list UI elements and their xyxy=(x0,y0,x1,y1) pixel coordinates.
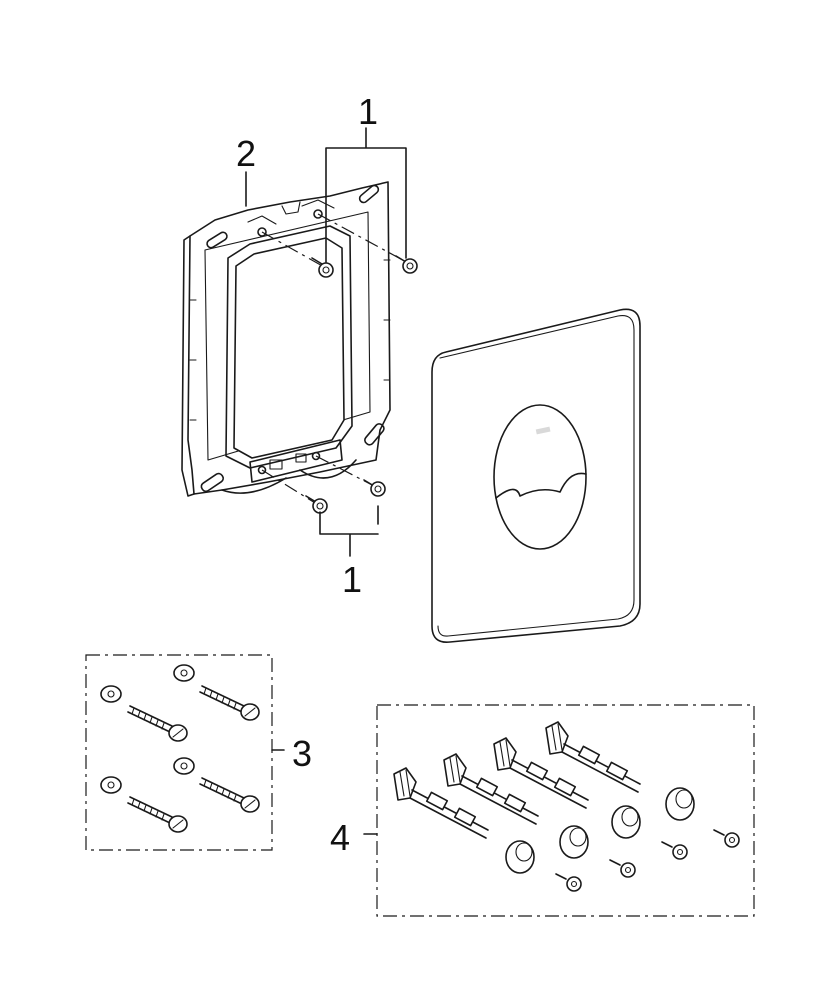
callout-1-top: 1 xyxy=(325,91,407,263)
wall-plug-set-3 xyxy=(100,776,188,833)
anchor-bolt-4 xyxy=(545,721,740,848)
anchor-bolt-3 xyxy=(493,737,688,860)
wall-plug-set-1 xyxy=(100,685,188,742)
kit-box-3: 3 xyxy=(85,654,312,851)
callout-label: 3 xyxy=(292,733,312,774)
callout-label: 2 xyxy=(236,133,256,174)
flush-plate xyxy=(431,308,641,643)
screw-bottom-left xyxy=(305,495,328,514)
callout-label: 1 xyxy=(342,559,362,600)
screw-top-right xyxy=(395,255,418,274)
brand-logo xyxy=(535,426,551,435)
flush-button xyxy=(493,404,587,550)
mounting-frame xyxy=(181,181,391,497)
callout-2: 2 xyxy=(236,133,256,207)
wall-plug-set-4 xyxy=(173,757,260,813)
wall-plug-set-2 xyxy=(173,664,260,721)
callout-1-bottom: 1 xyxy=(319,505,379,600)
screw-bottom-right xyxy=(363,479,386,497)
anchor-bolt-2 xyxy=(443,753,636,878)
screw-top-left xyxy=(311,257,334,278)
kit-box-4: 4 xyxy=(330,704,755,917)
callout-label: 4 xyxy=(330,817,350,858)
screws-bottom xyxy=(261,455,386,514)
callout-label: 1 xyxy=(358,91,378,132)
anchor-bolt-1 xyxy=(393,767,582,892)
screws-top xyxy=(261,213,418,278)
